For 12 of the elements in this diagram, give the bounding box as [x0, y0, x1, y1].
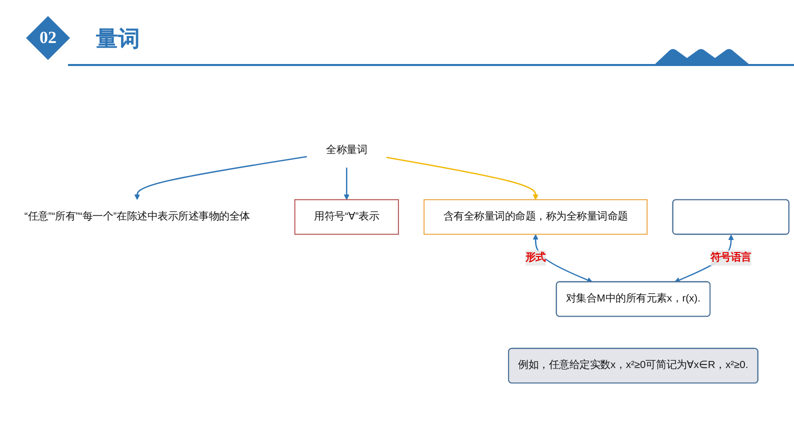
arrow — [344, 168, 350, 200]
section-number: 02 — [26, 16, 70, 60]
edge-label: 符号语言 — [710, 252, 752, 264]
node-box: 含有全称量词的命题，称为全称量词命题 — [424, 199, 648, 235]
node-box: 用符号“∀”表示 — [294, 199, 399, 235]
node-text: 全称量词 — [326, 144, 368, 156]
arrow — [386, 156, 538, 200]
edge-label: 形式 — [525, 252, 546, 264]
node-text: “任意”“所有”“每一个”在陈述中表示所述事物的全体 — [24, 211, 250, 222]
arrow — [134, 156, 307, 200]
arrow — [532, 234, 593, 283]
slide-title: 量词 — [96, 26, 140, 52]
